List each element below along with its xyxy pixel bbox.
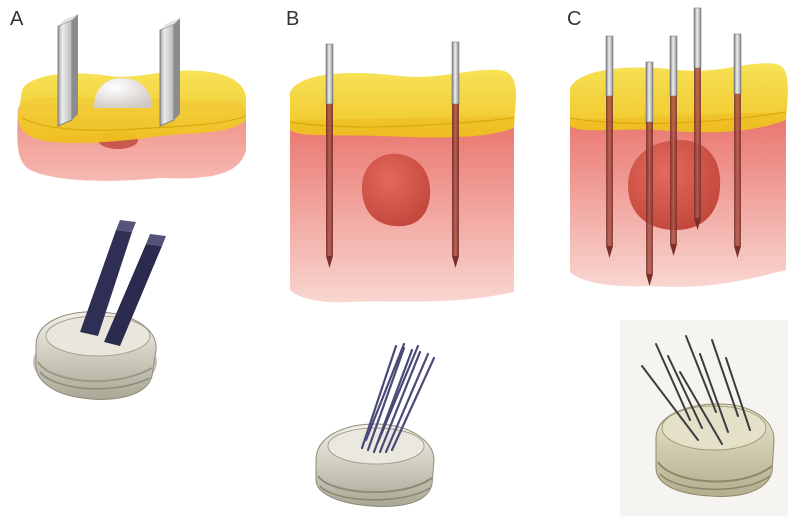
needle-electrode-c1	[606, 96, 613, 246]
needle-electrode-c4	[694, 68, 701, 218]
panel-b-tumor	[362, 154, 430, 226]
needle-electrode-c5	[734, 94, 741, 246]
needle-electrode-b1	[326, 104, 333, 256]
plate-electrode-left	[58, 20, 72, 126]
panel-a-tissue-block	[17, 70, 246, 180]
panel-b-fat-layer	[290, 70, 516, 138]
panel-c-tissue-block	[570, 63, 788, 287]
plate-electrode-right	[160, 24, 174, 126]
panel-label-a: A	[10, 8, 23, 31]
needle-electrode-c3	[670, 96, 677, 244]
applicator-c-photo	[620, 320, 788, 516]
applicator-a-photo	[33, 220, 166, 399]
panel-label-c: C	[567, 8, 581, 31]
applicator-b-needles	[362, 344, 434, 452]
panel-label-b: B	[286, 8, 299, 31]
needle-electrode-b2-top	[452, 42, 459, 104]
needle-electrode-c2	[646, 122, 653, 274]
panel-b-tissue-block	[290, 70, 516, 303]
needle-electrode-b1-top	[326, 44, 333, 104]
applicator-b-photo	[316, 344, 434, 506]
needle-electrode-b2	[452, 104, 459, 256]
